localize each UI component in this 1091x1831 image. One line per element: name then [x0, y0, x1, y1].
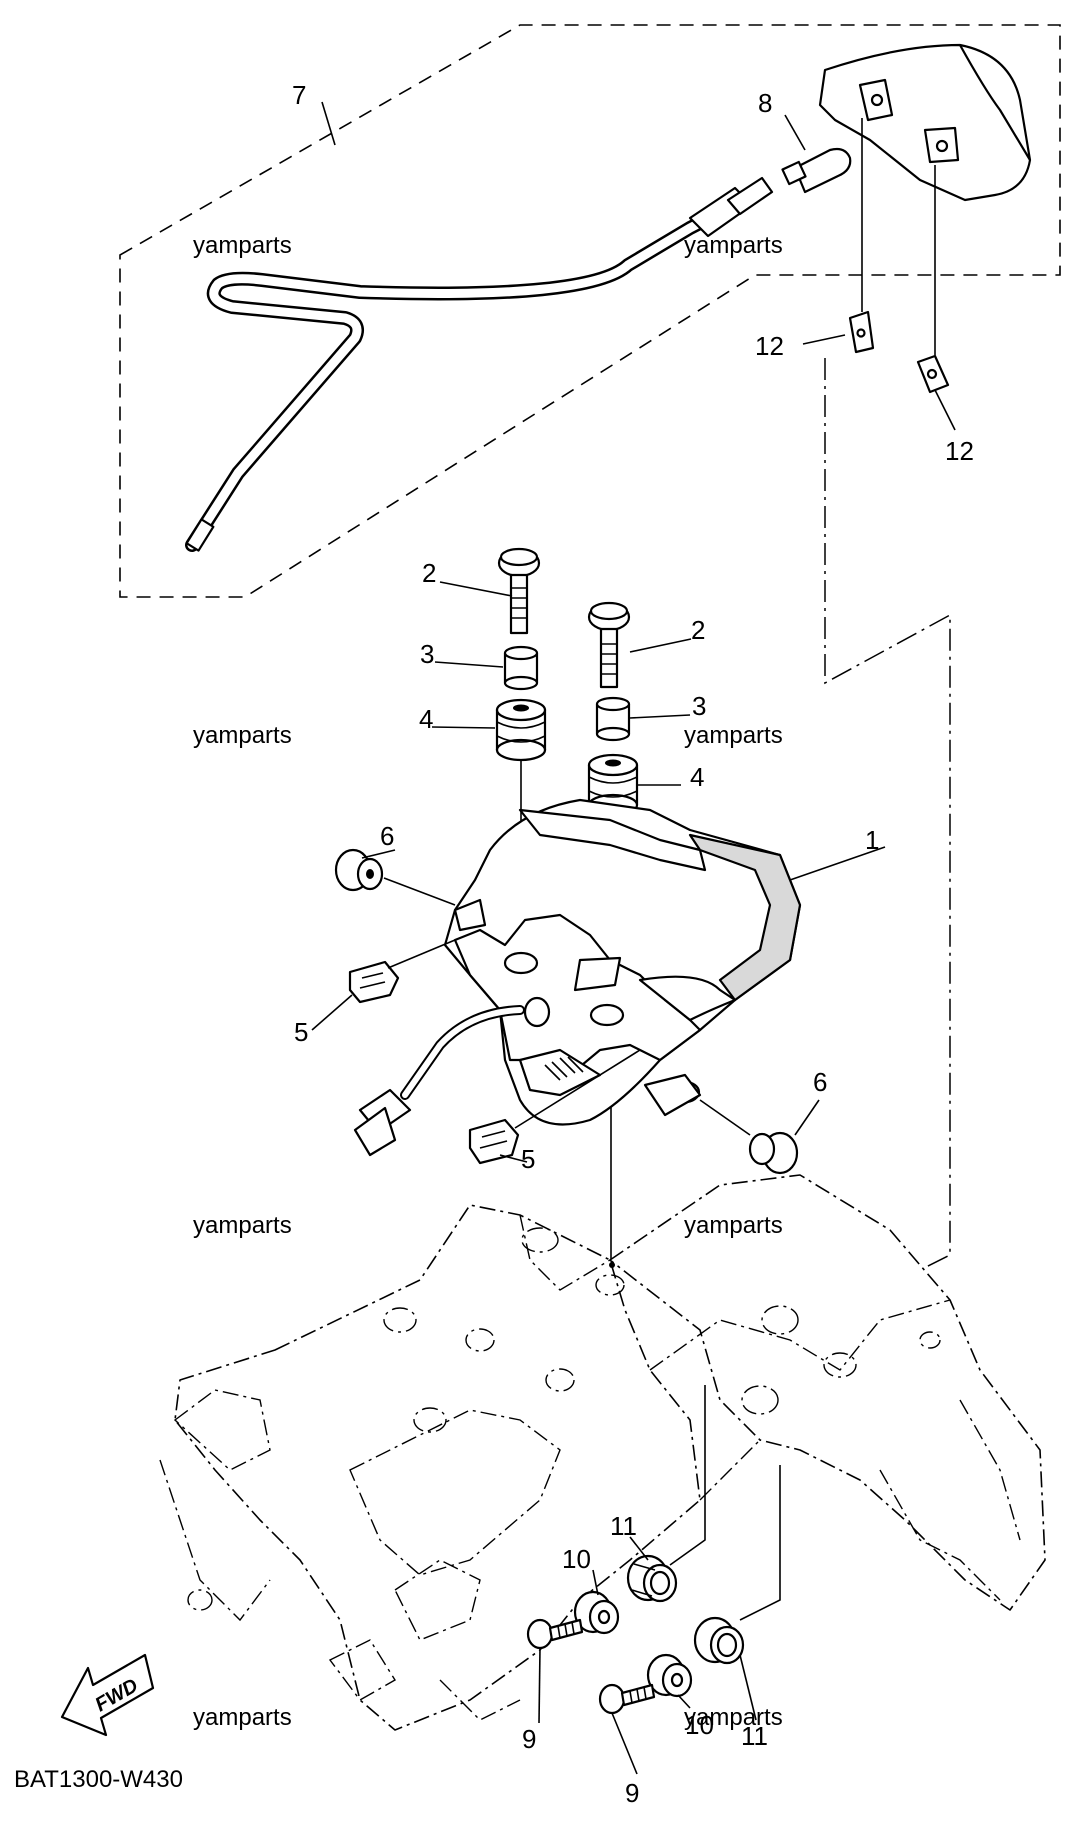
bulb[interactable] [781, 147, 852, 194]
clip-nut-lower[interactable] [916, 354, 950, 394]
watermark: yamparts [684, 1212, 783, 1239]
tail-light-wire[interactable] [353, 1005, 525, 1157]
watermark: yamparts [193, 1212, 292, 1239]
callout-11-upper: 11 [610, 1511, 637, 1541]
screw-9-upper[interactable] [526, 1618, 584, 1650]
callout-labels: 7 8 12 12 2 2 3 3 4 4 1 6 6 5 5 11 11 10… [292, 80, 974, 1808]
callout-2-right: 2 [691, 615, 705, 645]
watermark: yamparts [684, 1704, 783, 1731]
callout-10-upper: 10 [562, 1544, 591, 1574]
wire-harness[interactable] [185, 176, 774, 552]
callout-8: 8 [758, 88, 772, 118]
callout-10-lower: 10 [685, 1710, 714, 1740]
callout-6-left: 6 [380, 821, 394, 851]
grommet-11-lower[interactable] [693, 1616, 745, 1665]
callout-2-left: 2 [422, 558, 436, 588]
washer-10-upper[interactable] [573, 1590, 620, 1635]
diagram-code: BAT1300-W430 [14, 1766, 183, 1793]
watermark: yamparts [193, 232, 292, 259]
washer-10-lower[interactable] [646, 1653, 693, 1698]
assembly-boundary [119, 24, 1061, 598]
watermarks: yamparts yamparts yamparts yamparts yamp… [193, 232, 783, 1731]
grommet-left[interactable] [334, 848, 384, 892]
callout-4-right: 4 [690, 762, 704, 792]
collar-left[interactable] [503, 645, 539, 691]
callout-12-upper: 12 [755, 331, 784, 361]
bolt-left[interactable] [497, 547, 541, 635]
callout-6-right: 6 [813, 1067, 827, 1097]
grommet-11-upper[interactable] [626, 1554, 678, 1603]
clip-nut-upper[interactable] [848, 310, 875, 354]
clip-upper[interactable] [348, 960, 400, 1004]
collar-right[interactable] [595, 696, 631, 742]
callout-9-upper: 9 [522, 1724, 536, 1754]
grommet-right[interactable] [748, 1131, 799, 1175]
callout-1: 1 [865, 825, 879, 855]
callout-11-lower: 11 [741, 1721, 768, 1751]
tail-light-assembly[interactable] [443, 798, 802, 1126]
watermark: yamparts [193, 722, 292, 749]
leader-lines [311, 101, 956, 1775]
callout-9-lower: 9 [625, 1778, 639, 1808]
license-light-lens[interactable] [818, 43, 1032, 202]
callout-12-lower: 12 [945, 436, 974, 466]
clip-lower[interactable] [468, 1118, 520, 1165]
callout-5-upper: 5 [294, 1017, 308, 1047]
watermark: yamparts [684, 232, 783, 259]
callout-7: 7 [292, 80, 306, 110]
callout-5-lower: 5 [521, 1144, 535, 1174]
callout-3-left: 3 [420, 639, 434, 669]
watermark: yamparts [193, 1704, 292, 1731]
rear-frame [159, 1174, 1046, 1731]
bolt-right[interactable] [587, 601, 631, 689]
callout-4-left: 4 [419, 704, 433, 734]
watermark: yamparts [684, 722, 783, 749]
damper-left[interactable] [495, 698, 547, 762]
screw-9-lower[interactable] [598, 1683, 656, 1715]
callout-3-right: 3 [692, 691, 706, 721]
forward-direction-arrow: FWD [60, 1653, 155, 1737]
